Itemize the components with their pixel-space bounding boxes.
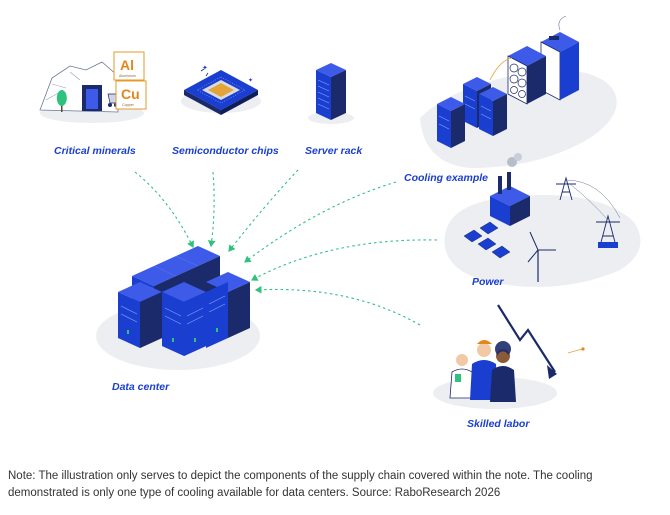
- label-cooling-example: Cooling example: [404, 172, 488, 184]
- al-name: Aluminium: [119, 74, 136, 78]
- aluminium-tile: Al Aluminium: [114, 52, 144, 80]
- data-center-icon: [96, 246, 260, 370]
- arrow-chips-to-datacenter: [211, 172, 214, 246]
- footnote: Note: The illustration only serves to de…: [8, 468, 662, 502]
- copper-tile: Cu Copper: [116, 81, 146, 109]
- arrow-cooling-to-datacenter: [245, 182, 396, 262]
- label-skilled-labor: Skilled labor: [467, 418, 529, 430]
- svg-text:✦: ✦: [248, 77, 253, 84]
- server-rack-icon: [308, 63, 354, 124]
- cu-symbol: Cu: [121, 86, 140, 102]
- label-power: Power: [472, 276, 504, 288]
- arrow-rack-to-datacenter: [229, 170, 298, 251]
- chip-icon: ✦ ✦: [181, 64, 261, 115]
- workers-icon: [433, 305, 585, 409]
- svg-text:✦: ✦: [202, 64, 208, 72]
- label-server-rack: Server rack: [305, 145, 362, 157]
- al-symbol: Al: [120, 57, 134, 73]
- arrow-power-to-datacenter: [252, 240, 437, 280]
- label-semiconductor-chips: Semiconductor chips: [172, 145, 279, 157]
- cu-name: Copper: [122, 103, 135, 107]
- arrow-labor-to-datacenter: [256, 289, 420, 325]
- label-critical-minerals: Critical minerals: [54, 145, 136, 157]
- cooling-system-icon: [420, 16, 617, 168]
- label-data-center: Data center: [112, 381, 169, 393]
- arrow-minerals-to-datacenter: [135, 172, 193, 247]
